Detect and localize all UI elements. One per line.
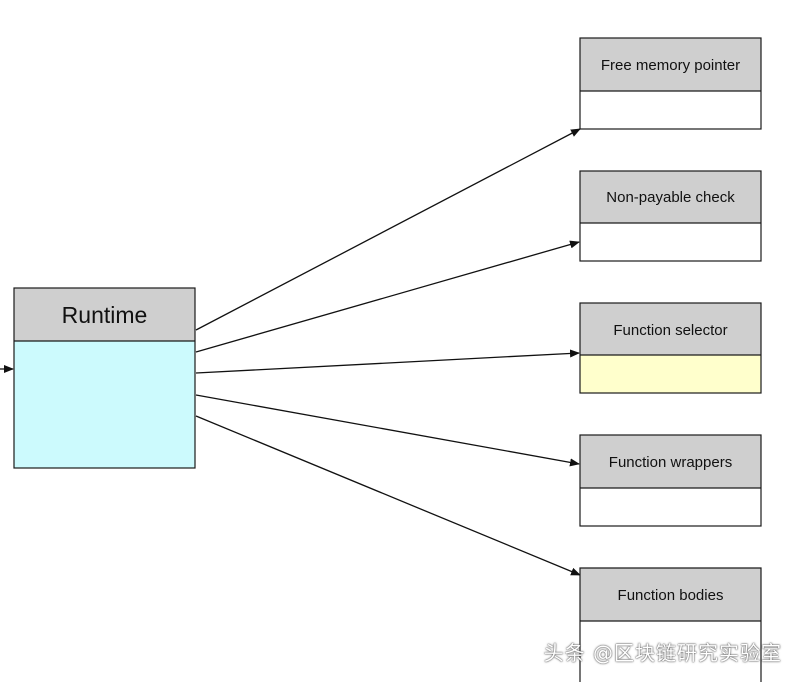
arrow-to-function-bodies <box>195 415 581 576</box>
runtime-box: Runtime <box>13 287 196 469</box>
runtime-label: Runtime <box>62 302 148 328</box>
watermark-text: 头条 @区块链研究实验室 <box>543 641 782 665</box>
arrow-to-function-wrappers <box>195 394 580 467</box>
component-function-wrappers: Function wrappers <box>579 434 762 527</box>
component-label: Function selector <box>613 322 727 339</box>
component-free-memory-pointer: Free memory pointer <box>579 37 762 130</box>
component-function-selector: Function selector <box>579 302 762 394</box>
component-label: Function bodies <box>618 587 724 604</box>
arrow-to-non-payable-check <box>195 240 580 353</box>
component-non-payable-check: Non-payable check <box>579 170 762 262</box>
arrow-to-free-memory-pointer <box>195 128 581 331</box>
component-function-bodies: Function bodies <box>579 567 762 682</box>
component-label: Function wrappers <box>609 454 732 471</box>
runtime-body <box>14 341 195 468</box>
arrow-to-function-selector <box>195 349 580 374</box>
component-label: Free memory pointer <box>601 57 740 74</box>
component-label: Non-payable check <box>606 189 735 206</box>
